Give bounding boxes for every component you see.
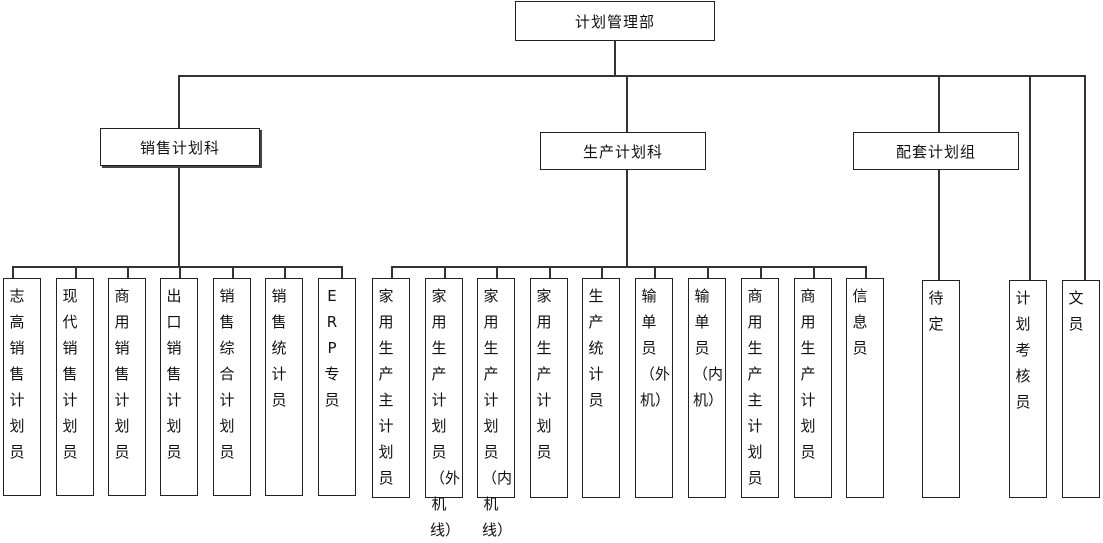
role-box: 生产统计员: [582, 278, 620, 498]
role-box: 待定: [922, 280, 960, 498]
role-label: 信息员: [852, 287, 868, 357]
role-label: 销售综合计划员: [219, 287, 235, 461]
connector-line: [341, 266, 343, 278]
connector-line: [127, 266, 129, 278]
role-label: 输单员（内机）: [693, 287, 724, 409]
connector-line: [178, 166, 180, 266]
dept-label: 配套计划组: [895, 142, 976, 161]
role-box: 志高销售计划员: [3, 278, 41, 496]
role-box: 现代销售计划员: [56, 278, 94, 496]
role-label: 出口销售计划员: [166, 287, 182, 461]
connector-line: [626, 170, 628, 266]
dept-sales-planning: 销售计划科: [100, 128, 260, 166]
role-box: 计划考核员: [1009, 280, 1047, 498]
dept-label: 生产计划科: [582, 142, 663, 161]
connector-line: [707, 266, 709, 278]
role-label: 计划考核员: [1015, 289, 1031, 411]
connector-line: [865, 266, 867, 278]
role-box: 家用生产计划员（内机线）: [477, 278, 515, 539]
connector-line: [549, 266, 551, 278]
role-label: 销售统计员: [271, 287, 287, 409]
role-box: 商用销售计划员: [108, 278, 146, 496]
role-box: 文员: [1062, 280, 1100, 498]
role-box: ERP专员: [318, 278, 356, 496]
connector-line: [614, 41, 616, 75]
role-label: 输单员（外机）: [640, 287, 671, 409]
connector-line: [496, 266, 498, 278]
role-label: ERP专员: [324, 287, 340, 409]
role-label: 商用生产计划员: [800, 287, 816, 461]
dept-label: 销售计划科: [139, 138, 220, 157]
role-label: 现代销售计划员: [62, 287, 78, 461]
role-label: 家用生产计划员（外机线）: [430, 287, 461, 539]
root-label: 计划管理部: [574, 12, 655, 31]
connector-line: [178, 75, 1085, 77]
role-box: 家用生产主计划员: [372, 278, 410, 498]
role-box: 家用生产计划员（外机线）: [425, 278, 463, 539]
role-box: 输单员（外机）: [635, 278, 673, 498]
role-label: 志高销售计划员: [9, 287, 25, 461]
org-chart: 计划管理部 销售计划科 生产计划科 配套计划组 志高销售计划员 现代销售计划员 …: [3, 1, 1100, 539]
connector-line: [232, 266, 234, 278]
role-box: 家用生产计划员: [530, 278, 568, 498]
role-label: 文员: [1068, 289, 1084, 333]
role-box: 信息员: [846, 278, 884, 498]
role-box: 输单员（内机）: [688, 278, 726, 498]
connector-line: [626, 75, 628, 132]
connector-line: [1084, 75, 1086, 280]
role-label: 家用生产计划员: [536, 287, 552, 461]
connector-line: [938, 75, 940, 132]
role-label: 商用销售计划员: [114, 287, 130, 461]
role-label: 待定: [928, 289, 944, 333]
role-box: 商用生产计划员: [794, 278, 832, 498]
connector-line: [760, 266, 762, 278]
role-box: 商用生产主计划员: [741, 278, 779, 498]
role-box: 销售综合计划员: [213, 278, 251, 496]
connector-line: [391, 266, 865, 268]
connector-line: [813, 266, 815, 278]
connector-line: [444, 266, 446, 278]
connector-line: [75, 266, 77, 278]
connector-line: [179, 266, 181, 278]
dept-production-planning: 生产计划科: [540, 132, 706, 170]
role-box: 出口销售计划员: [160, 278, 198, 496]
connector-line: [284, 266, 286, 278]
role-box: 销售统计员: [265, 278, 303, 496]
role-label: 家用生产主计划员: [378, 287, 394, 487]
connector-line: [1029, 75, 1031, 280]
connector-line: [391, 266, 393, 278]
role-label: 商用生产主计划员: [747, 287, 763, 487]
connector-line: [654, 266, 656, 278]
role-label: 家用生产计划员（内机线）: [482, 287, 513, 539]
connector-line: [12, 266, 14, 278]
role-label: 生产统计员: [588, 287, 604, 409]
connector-line: [601, 266, 603, 278]
root-node: 计划管理部: [515, 1, 715, 41]
connector-line: [12, 266, 342, 268]
dept-supporting-planning: 配套计划组: [853, 132, 1019, 170]
connector-line: [938, 170, 940, 280]
connector-line: [178, 75, 180, 128]
